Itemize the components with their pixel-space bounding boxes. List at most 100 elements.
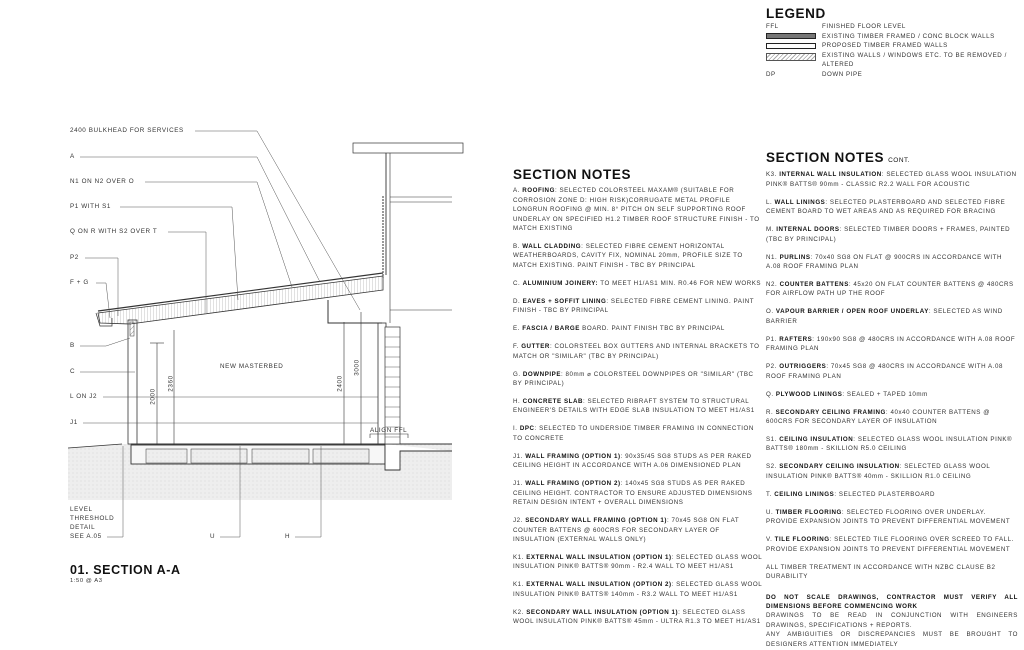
note-text: : SELECTED GLASS WOOL INSULATION PINK® B…: [766, 436, 1013, 453]
note-title: PLYWOOD LININGS: [775, 390, 843, 398]
note-title: WALL FRAMING (OPTION 2): [525, 480, 621, 488]
note-title: ALUMINIUM JOINERY:: [522, 279, 599, 287]
leader-lines: [80, 130, 378, 538]
note-text: : SEALED + TAPED 10mm: [842, 390, 928, 398]
note-item: K3. INTERNAL WALL INSULATION: SELECTED G…: [766, 170, 1018, 189]
note-text: : SELECTED RIBRAFT SYSTEM TO STRUCTURAL …: [513, 398, 755, 415]
concrete-slab: [130, 443, 452, 471]
callout-c: C: [70, 368, 76, 375]
note-title: INTERNAL WALL INSULATION: [779, 171, 882, 179]
note-prefix: R.: [766, 408, 776, 416]
note-text: BOARD. PAINT FINISH TBC BY PRINCIPAL: [579, 325, 725, 333]
note-text: : 45x20 ON FLAT COUNTER BATTENS @ 480CRS…: [766, 281, 1014, 298]
note-prefix: J1.: [513, 480, 526, 488]
drawing-scale: 1:50 @ A3: [70, 578, 103, 584]
note-prefix: E.: [513, 325, 523, 333]
callout-q: Q ON R WITH S2 OVER T: [70, 228, 158, 235]
note-item: S1. CEILING INSULATION: SELECTED GLASS W…: [766, 435, 1018, 454]
note-item: K1. EXTERNAL WALL INSULATION (OPTION 2):…: [513, 580, 763, 599]
note-text: : SELECTED FIBRE CEMENT LINING. PAINT FI…: [513, 297, 754, 315]
note-item: T. CEILING LININGS: SELECTED PLASTERBOAR…: [766, 490, 1018, 499]
note-item: ALL TIMBER TREATMENT IN ACCORDANCE WITH …: [766, 563, 1018, 582]
note-text: : SELECTED GLASS WOOL INSULATION PINK® B…: [766, 171, 1017, 188]
title-text: SECTION NOTES: [766, 150, 885, 165]
note-prefix: T.: [766, 490, 775, 498]
note-item: C. ALUMINIUM JOINERY: TO MEET H1/AS1 MIN…: [513, 279, 763, 288]
notes-list: K3. INTERNAL WALL INSULATION: SELECTED G…: [766, 170, 1018, 581]
notes-list: A. ROOFING: SELECTED COLORSTEEL MAXAM® (…: [513, 186, 763, 626]
note-title: INTERNAL DOORS: [776, 226, 840, 234]
note-prefix: N2.: [766, 281, 780, 289]
note-title: EXTERNAL WALL INSULATION (OPTION 2): [526, 581, 672, 589]
note-text: : SELECTED FLOORING OVER UNDERLAY. PROVI…: [766, 508, 1011, 526]
swatch-existing-walls: [766, 33, 816, 40]
note-text: TO MEET H1/AS1 MIN. R0.46 FOR NEW WORKS: [598, 279, 762, 287]
legend-label: EXISTING WALLS / WINDOWS ETC. TO BE REMO…: [822, 51, 1007, 69]
swatch-removed-walls: [766, 52, 816, 61]
disclaimer: DO NOT SCALE DRAWINGS, CONTRACTOR MUST V…: [766, 593, 1018, 649]
callout-j1: J1: [70, 419, 78, 426]
dimension-3000: 3000: [353, 359, 361, 376]
align-ffl-label: ALIGN FFL: [370, 427, 408, 434]
note-title: EAVES + SOFFIT LINING: [522, 297, 607, 305]
note-text: : SELECTED GLASS WOOL INSULATION PINK® B…: [513, 581, 763, 598]
note-title: WALL CLADDING: [522, 243, 582, 251]
threshold-line: THRESHOLD: [70, 515, 115, 522]
legend-key: FFL: [766, 23, 779, 31]
threshold-line: DETAIL: [70, 524, 96, 531]
cont-label: CONT.: [888, 157, 911, 164]
drawing-title: 01. SECTION A-A: [70, 563, 181, 577]
note-prefix: G.: [513, 370, 523, 378]
note-text: : 90x35/45 SG8 STUDS AS PER RAKED CEILIN…: [513, 452, 752, 470]
note-item: M. INTERNAL DOORS: SELECTED TIMBER DOORS…: [766, 225, 1018, 244]
note-item: N2. COUNTER BATTENS: 45x20 ON FLAT COUNT…: [766, 280, 1018, 299]
note-title: TIMBER FLOORING: [775, 508, 842, 516]
note-title: WALL LININGS: [774, 198, 826, 206]
note-title: CEILING LININGS: [774, 490, 835, 498]
callout-l-on-j2: L ON J2: [70, 393, 98, 400]
note-prefix: J1.: [513, 452, 526, 460]
note-title: DOWNPIPE: [522, 370, 561, 378]
note-text: : 80mm ⌀ COLORSTEEL DOWNPIPES OR "SIMILA…: [513, 370, 754, 388]
note-text: : 70x45 SG8 ON FLAT COUNTER BATTENS @ 60…: [513, 517, 740, 543]
note-prefix: H.: [513, 398, 523, 406]
disclaimer-line: DRAWINGS TO BE READ IN CONJUNCTION WITH …: [766, 612, 1018, 629]
legend-label: EXISTING TIMBER FRAMED / CONC BLOCK WALL…: [822, 32, 995, 40]
note-item: J1. WALL FRAMING (OPTION 2): 140x45 SG8 …: [513, 479, 763, 507]
dimension-2400: 2400: [336, 375, 344, 392]
note-title: VAPOUR BARRIER / OPEN ROOF UNDERLAY: [775, 308, 929, 316]
note-text: : SELECTED PLASTERBOARD: [834, 490, 936, 498]
note-item: B. WALL CLADDING: SELECTED FIBRE CEMENT …: [513, 242, 763, 270]
section-notes: SECTION NOTES A. ROOFING: SELECTED COLOR…: [513, 167, 763, 635]
disclaimer-bold: DO NOT SCALE DRAWINGS, CONTRACTOR MUST V…: [766, 593, 1018, 610]
note-prefix: K2.: [513, 608, 527, 616]
legend-item: EXISTING WALLS / WINDOWS ETC. TO BE REMO…: [766, 51, 1024, 70]
note-item: U. TIMBER FLOORING: SELECTED FLOORING OV…: [766, 508, 1018, 527]
note-prefix: F.: [513, 343, 522, 351]
note-item: L. WALL LININGS: SELECTED PLASTERBOARD A…: [766, 198, 1018, 217]
dimension-lines: [150, 312, 409, 445]
room-label: NEW MASTERBED: [220, 363, 284, 370]
note-text: : COLORSTEEL BOX GUTTERS AND INTERNAL BR…: [513, 343, 760, 360]
note-prefix: O.: [766, 308, 776, 316]
note-title: WALL FRAMING (OPTION 1): [525, 452, 621, 460]
note-text: : SELECTED TILE FLOORING OVER SCREED TO …: [766, 536, 1014, 553]
legend-title: LEGEND: [766, 6, 826, 21]
note-item: S2. SECONDARY CEILING INSULATION: SELECT…: [766, 462, 1018, 481]
note-item: F. GUTTER: COLORSTEEL BOX GUTTERS AND IN…: [513, 342, 763, 361]
note-text: : SELECTED FIBRE CEMENT HORIZONTAL WEATH…: [513, 243, 743, 269]
note-title: CONCRETE SLAB: [522, 398, 583, 406]
callout-f-g: F + G: [70, 279, 89, 286]
note-title: SECONDARY CEILING FRAMING: [775, 408, 886, 416]
callout-a: A: [70, 153, 75, 160]
roof: [95, 272, 384, 327]
note-text: : SELECTED COLORSTEEL MAXAM® (SUITABLE F…: [513, 187, 760, 233]
note-prefix: C.: [513, 279, 523, 287]
